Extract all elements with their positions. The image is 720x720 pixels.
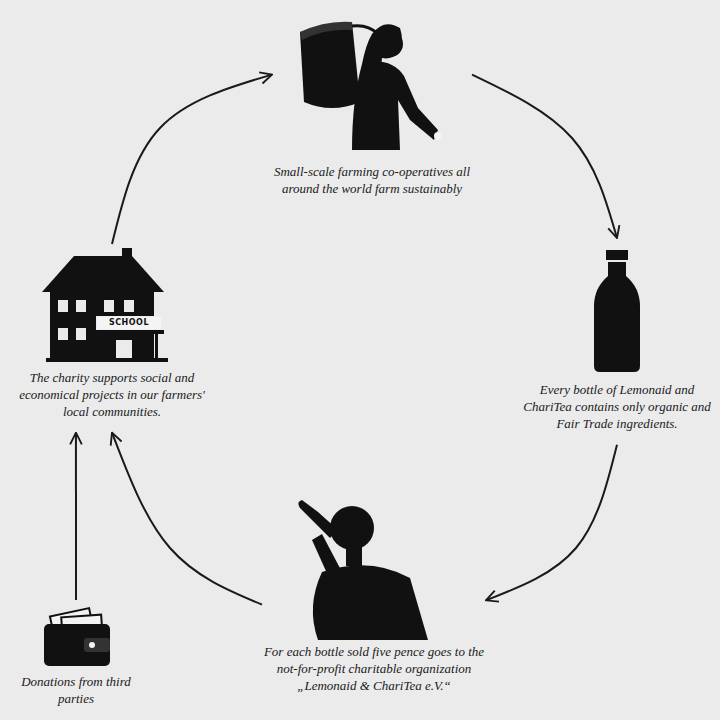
farming-step: Small-scale farming co-operatives all ar…: [272, 8, 472, 210]
step-caption: Small-scale farming co-operatives all ar…: [272, 164, 472, 198]
farmer-icon: [300, 22, 442, 150]
cycle-arrow: [112, 75, 272, 244]
drinker-icon: [298, 500, 428, 640]
bottle-icon: [594, 250, 640, 372]
cycle-arrow: [486, 445, 617, 601]
step-caption: For each bottle sold five pence goes to …: [262, 644, 486, 695]
step-caption: Every bottle of Lemonaid and ChariTea co…: [520, 382, 714, 433]
cycle-arrow: [75, 433, 77, 600]
step-caption: Donations from third parties: [12, 674, 140, 708]
sign-text: SCHOOL: [97, 317, 161, 329]
school-icon: [42, 248, 168, 362]
charity-step: The charity supports social and economic…: [6, 244, 218, 433]
bottle-step: Every bottle of Lemonaid and ChariTea co…: [520, 238, 714, 445]
cycle-arrow: [472, 75, 617, 238]
wallet-icon: [44, 608, 110, 666]
cycle-arrow: [112, 433, 262, 605]
step-caption: The charity supports social and economic…: [6, 370, 218, 421]
drinker-step: For each bottle sold five pence goes to …: [262, 494, 486, 707]
donation-source: Donations from third parties: [12, 600, 140, 720]
